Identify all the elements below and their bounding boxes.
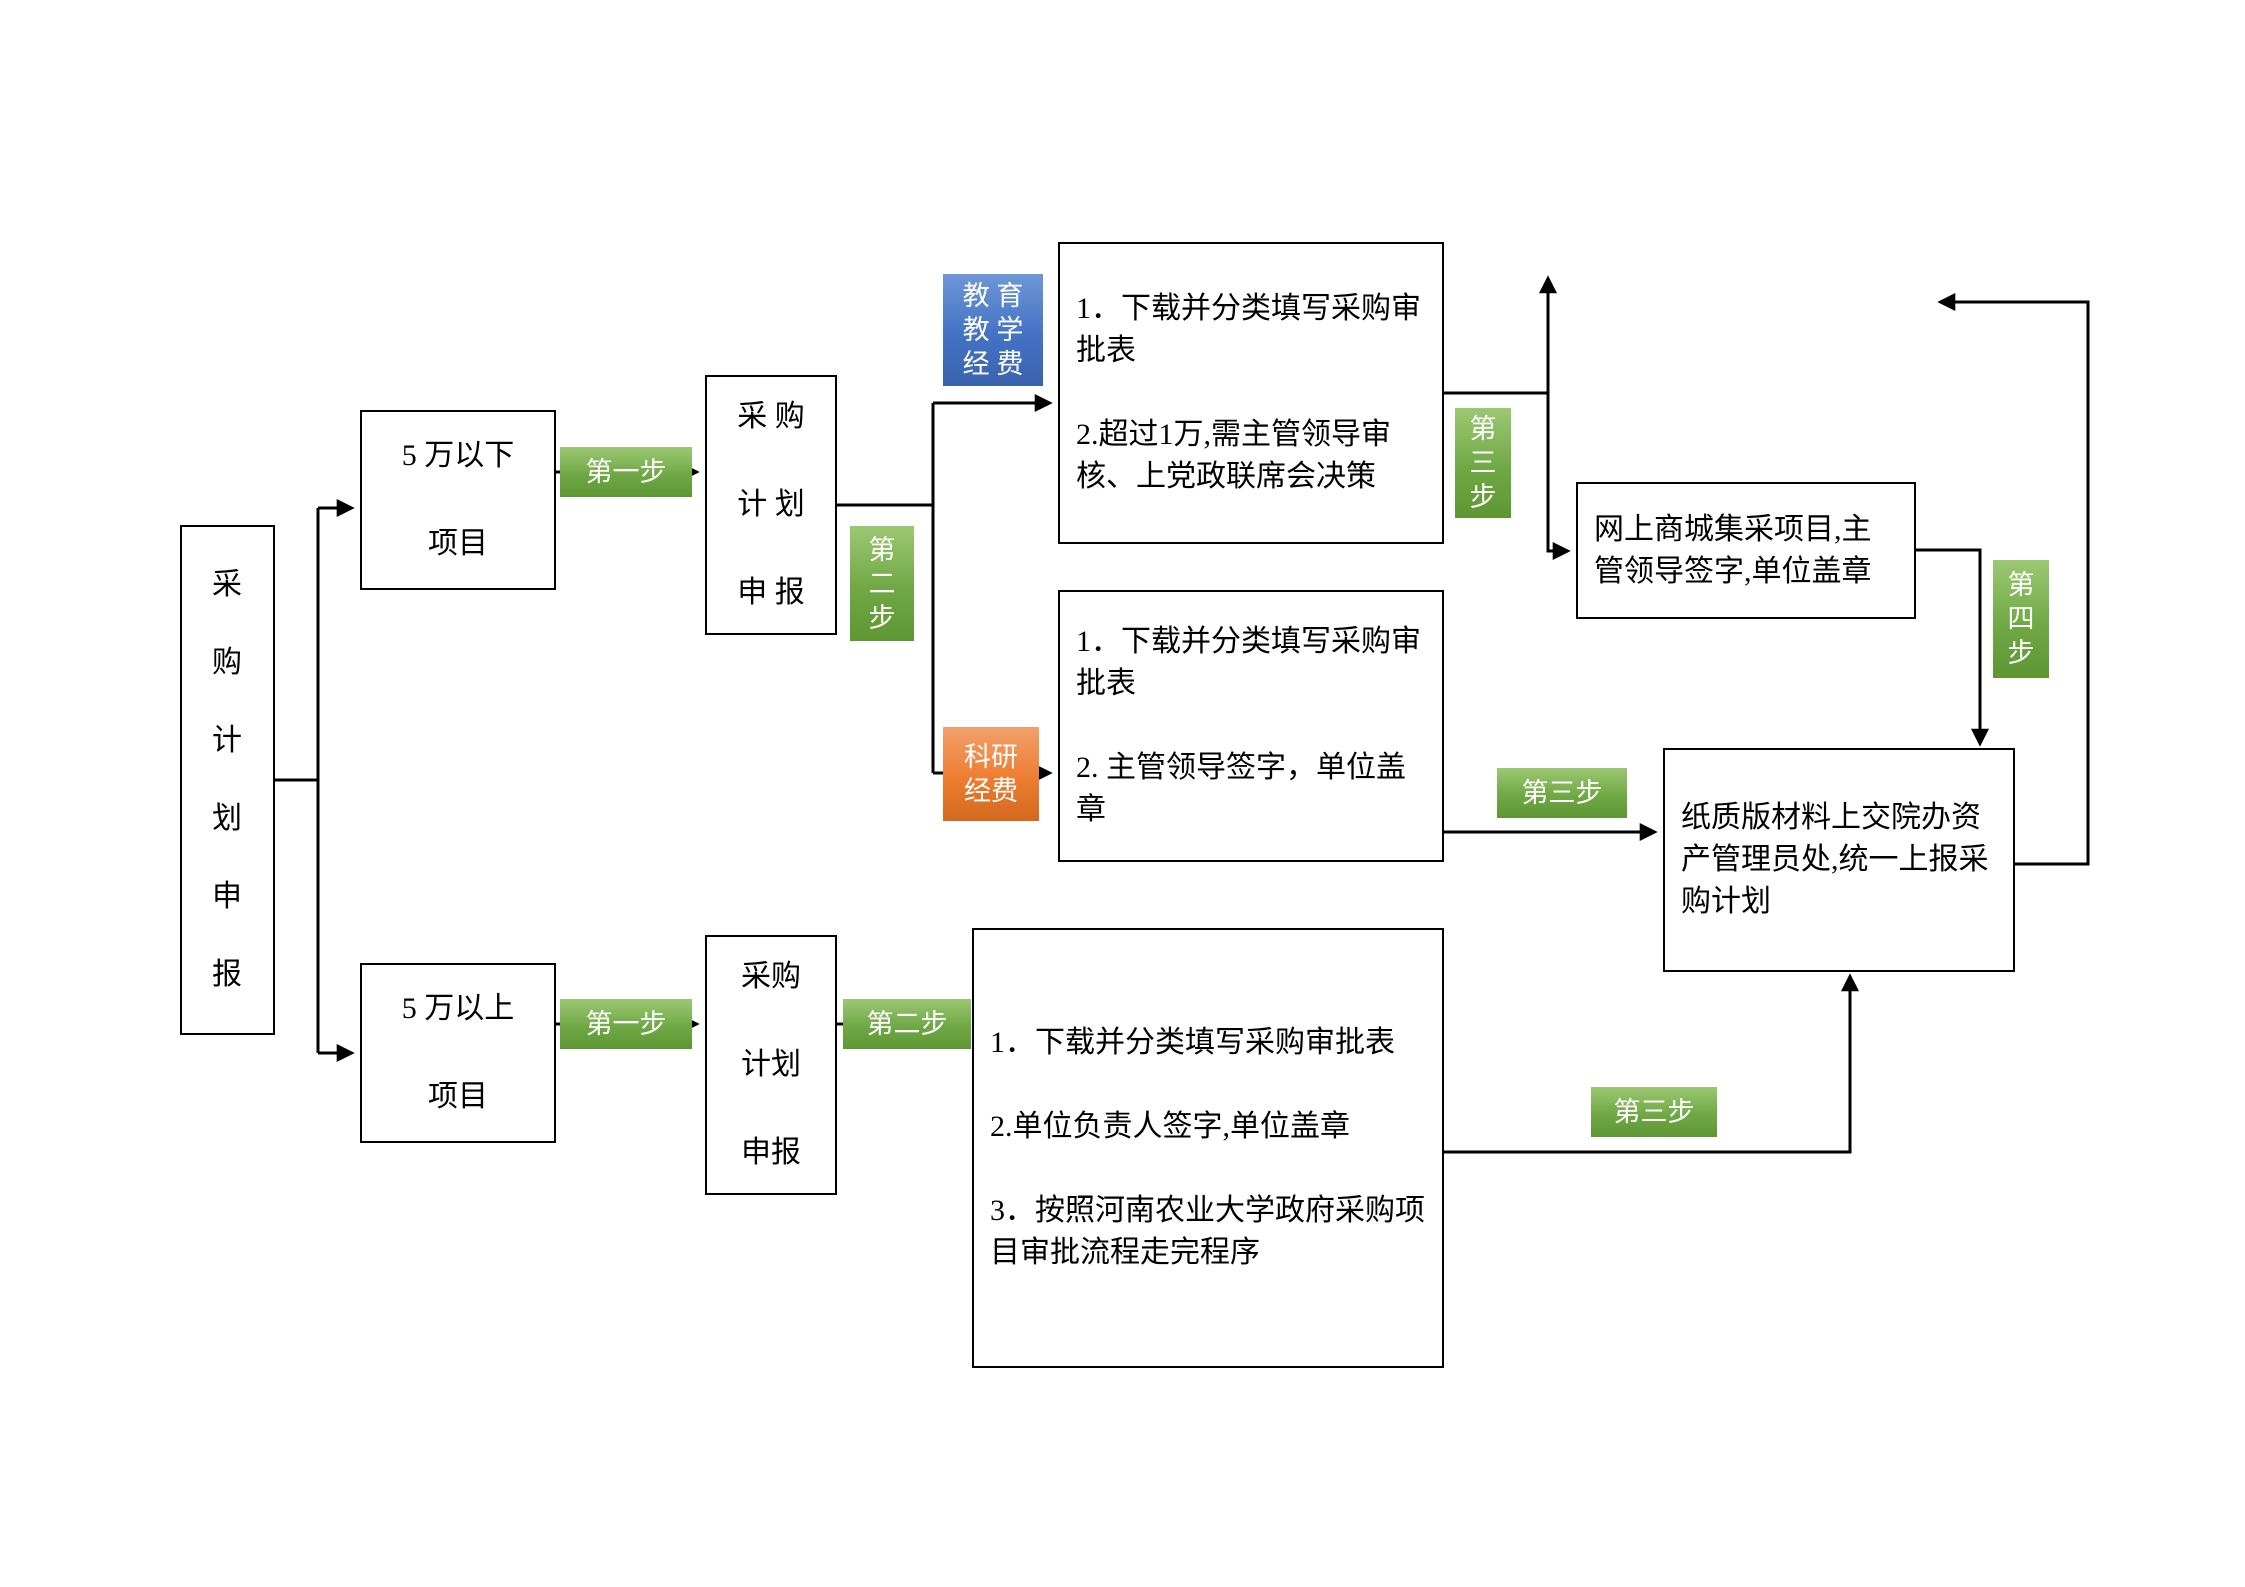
- tag-education-fund: 教 育 教 学 经 费: [943, 274, 1043, 386]
- chip-step3-bottom-label: 第三步: [1613, 1097, 1695, 1127]
- arrow-to-online-mall: [1546, 393, 1571, 560]
- node-over-50k-project-label: 5 万以上 项目: [401, 992, 515, 1113]
- node-under-50k-project: 5 万以下 项目: [360, 410, 556, 590]
- chip-step1-top: 第一步: [560, 447, 692, 497]
- connector-return-loop: [1937, 293, 2090, 866]
- tag-research-fund: 科研 经费: [943, 727, 1039, 821]
- node-plan-declare-top: 采 购 计 划 申 报: [705, 375, 837, 635]
- node-over-50k-requirements-text: 1．下载并分类填写采购审批表 2.单位负责人签字,单位盖章 3．按照河南农业大学…: [990, 1026, 1425, 1269]
- node-over-50k-project: 5 万以上 项目: [360, 963, 556, 1143]
- chip-step1-bottom: 第一步: [560, 999, 692, 1049]
- chip-step1-bottom-label: 第一步: [585, 1009, 667, 1039]
- chip-step2-bottom-label: 第二步: [866, 1009, 948, 1039]
- node-under-50k-project-label: 5 万以下 项目: [401, 439, 515, 560]
- chip-step1-top-label: 第一步: [585, 457, 667, 487]
- node-procurement-plan-root-label: 采 购 计 划 申 报: [212, 568, 243, 991]
- node-edu-requirements: 1．下载并分类填写采购审批表 2.超过1万,需主管领导审核、上党政联席会决策: [1058, 242, 1444, 544]
- node-plan-declare-bottom-label: 采购 计划 申报: [741, 960, 801, 1169]
- node-paper-submit: 纸质版材料上交院办资产管理员处,统一上报采购计划: [1663, 748, 2015, 972]
- chip-step4-label: 第 四 步: [2007, 570, 2035, 668]
- chip-step2-top-label: 第 二 步: [868, 534, 896, 633]
- chip-step4: 第 四 步: [1993, 560, 2049, 678]
- node-over-50k-requirements: 1．下载并分类填写采购审批表 2.单位负责人签字,单位盖章 3．按照河南农业大学…: [972, 928, 1444, 1368]
- tag-education-fund-label: 教 育 教 学 经 费: [962, 281, 1024, 379]
- node-research-requirements-text: 1．下载并分类填写采购审批表 2. 主管领导签字，单位盖章: [1076, 625, 1421, 826]
- chip-step3-bottom: 第三步: [1591, 1087, 1717, 1137]
- node-research-requirements: 1．下载并分类填写采购审批表 2. 主管领导签字，单位盖章: [1058, 590, 1444, 862]
- connector-plan-top-branch: [837, 403, 935, 773]
- node-plan-declare-bottom: 采购 计划 申报: [705, 935, 837, 1195]
- node-online-mall: 网上商城集采项目,主管领导签字,单位盖章: [1576, 482, 1916, 619]
- arrow-step4-down: [1916, 548, 1989, 747]
- node-online-mall-text: 网上商城集采项目,主管领导签字,单位盖章: [1594, 512, 1872, 588]
- node-edu-requirements-text: 1．下载并分类填写采购审批表 2.超过1万,需主管领导审核、上党政联席会决策: [1076, 292, 1421, 493]
- chip-step2-top: 第 二 步: [850, 526, 914, 641]
- node-plan-declare-top-label: 采 购 计 划 申 报: [737, 400, 805, 609]
- tag-research-fund-label: 科研 经费: [964, 742, 1018, 806]
- chip-step3-research-label: 第三步: [1521, 778, 1603, 808]
- chip-step3-edu-label: 第 三 步: [1469, 414, 1497, 512]
- chip-step2-bottom: 第二步: [843, 999, 971, 1049]
- connector-root-branch: [275, 508, 320, 1053]
- node-paper-submit-text: 纸质版材料上交院办资产管理员处,统一上报采购计划: [1681, 801, 1989, 918]
- chip-step3-research: 第三步: [1497, 768, 1627, 818]
- node-procurement-plan-root: 采 购 计 划 申 报: [180, 525, 275, 1035]
- chip-step3-edu: 第 三 步: [1455, 408, 1511, 518]
- arrow-step3-bottom: [1444, 973, 1859, 1154]
